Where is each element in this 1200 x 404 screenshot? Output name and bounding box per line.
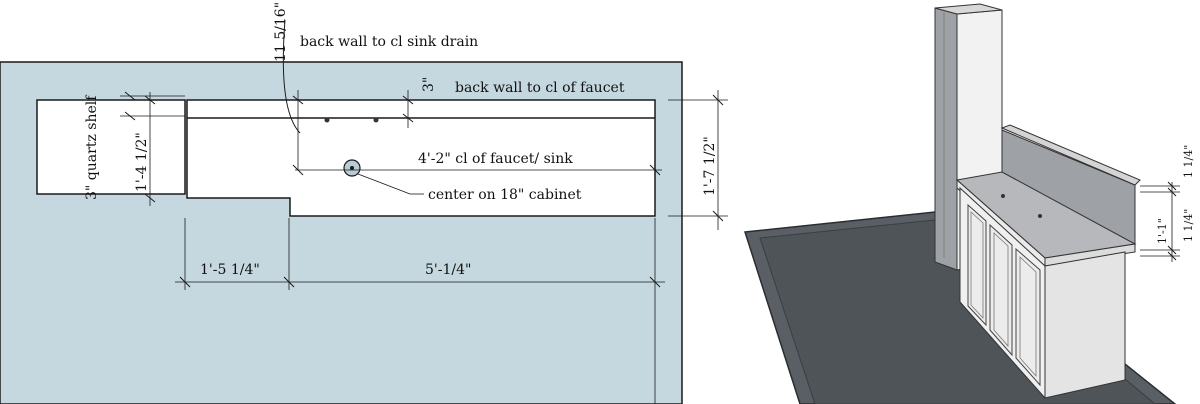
shelf-depth-tick [144,193,156,203]
tall-panel-top [934,3,1003,15]
cabinet-door-inset [1019,256,1037,378]
quartz-shelf [36,99,186,195]
cabinet-door [1015,247,1041,387]
faucet-text: back wall to cl of faucet [455,80,625,96]
tall-panel-side [934,7,958,271]
counter-depth: 1'-7 1/2" [702,136,718,196]
run-tick [649,276,661,288]
backsplash-top [1000,124,1141,186]
countertop-edge-right [1044,243,1136,267]
plan-view: 11 5/16" back wall to cl sink drain 3" b… [0,2,728,404]
shelf-dim-tick [124,111,136,121]
run-tick [283,276,295,288]
model-mid-dim: 1'-1" [1156,218,1169,244]
cabinet-leader [357,173,411,195]
sink-drain-dim: 11 5/16" [273,2,289,62]
run-tick [179,276,191,288]
cabinet-side [1044,251,1126,399]
right-run: 5'-1/4" [425,262,471,278]
model-dim-tick [1167,245,1177,255]
faucet-hole [373,117,379,123]
faucet-hole-3d [1001,194,1005,198]
depth-tick [712,94,724,106]
faucet-tick [292,95,304,105]
shelf-label: 3" quartz shelf [84,94,100,200]
countertop [186,99,656,217]
model-bottom-dim: 1 1/4" [1182,209,1195,242]
faucet-hole [324,117,330,123]
shelf-depth-tick [144,95,156,105]
cabinet-door [967,203,987,327]
model-view: 1 1/4" 1'-1" 1 1/4" [744,3,1195,404]
sink-drain-leader [282,19,301,134]
left-run: 1'-5 1/4" [200,262,260,278]
cabinet-door-inset [970,211,984,320]
model-dim-tick [1167,187,1177,197]
sink-drain-text: back wall to cl sink drain [300,34,478,50]
sink-drain-center [350,166,354,170]
faucet-dim: 3" [421,77,437,92]
shelf-depth: 1'-4 1/2" [134,132,150,192]
faucet-tick [402,113,414,123]
faucet-tick [402,95,414,105]
cabinet-door-inset [993,232,1009,348]
faucet-hole-3d [1038,214,1042,218]
cabinet-center: center on 18" cabinet [428,187,582,203]
depth-tick [712,210,724,222]
counter-len: 4'-2" cl of faucet/ sink [418,151,573,167]
model-dim-tick [1167,251,1177,261]
counter-len-tick [649,164,661,176]
model-top-dim: 1 1/4" [1182,145,1195,178]
counter-len-tick [292,164,304,176]
shelf-dim-tick [124,91,136,101]
model-dim-tick [1167,181,1177,191]
cabinet-door [989,223,1013,357]
